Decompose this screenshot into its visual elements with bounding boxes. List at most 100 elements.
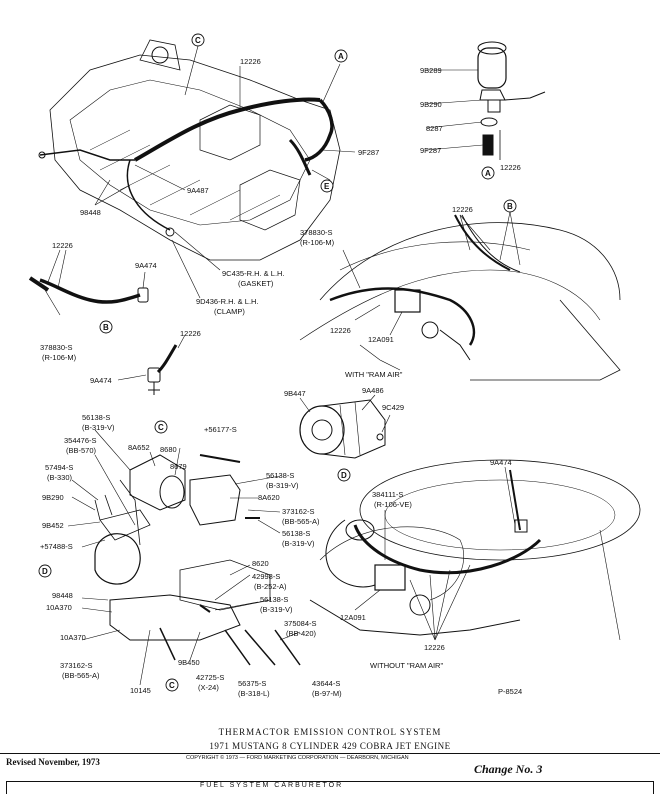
label-8679: 8679: [170, 462, 187, 471]
callout-b-detail: B: [103, 323, 109, 332]
label-9A474-c: 9A474: [90, 376, 112, 385]
callout-a-detail: A: [485, 169, 491, 178]
label-43644-code: (B-97-M): [312, 689, 342, 698]
labels: C 12226 A 9F287 E 9A487 98448 9C435-R.H.…: [40, 36, 522, 698]
caption-without-ram-air: WITHOUT "RAM AIR": [370, 661, 443, 670]
label-12A091-ram: 12A091: [368, 335, 394, 344]
label-375084-code: (BB-420): [286, 629, 317, 638]
callout-c-detail: C: [158, 423, 164, 432]
label-57488: +57488-S: [40, 542, 73, 551]
label-56138-d: 56138-S: [260, 595, 288, 604]
label-375084: 375084-S: [284, 619, 317, 628]
label-56375: 56375-S: [238, 679, 266, 688]
label-56138-d-code: (B-319-V): [260, 605, 293, 614]
label-10A370-lower: 10A370: [60, 633, 86, 642]
engine-top-view: [38, 33, 356, 299]
label-9F287-top: 9F287: [358, 148, 379, 157]
label-gasket: 9C435-R.H. & L.H.: [222, 269, 285, 278]
label-9B447: 9B447: [284, 389, 306, 398]
label-42725: 42725-S: [196, 673, 224, 682]
label-56138-b-code: (B-319-V): [266, 481, 299, 490]
label-12226-lowright: 12226: [424, 643, 445, 652]
label-98448-top: 98448: [80, 208, 101, 217]
label-56375-code: (B-318-L): [238, 689, 270, 698]
label-9B450: 9B450: [178, 658, 200, 667]
label-9A474-lowright: 9A474: [490, 458, 512, 467]
label-12226-detail-a: 12226: [500, 163, 521, 172]
label-8620: 8620: [252, 559, 269, 568]
label-378830-b: 378830-S: [40, 343, 73, 352]
label-56138-c: 56138-S: [282, 529, 310, 538]
label-12226-ram-lower: 12226: [330, 326, 351, 335]
air-pump: [299, 394, 391, 459]
label-9B289: 9B289: [420, 66, 442, 75]
figure-number: P-8524: [498, 687, 522, 696]
label-9B452: 9B452: [42, 521, 64, 530]
label-8A620: 8A620: [258, 493, 280, 502]
label-8A652: 8A652: [128, 443, 150, 452]
label-384111-code: (R-106-VE): [374, 500, 412, 509]
detail-c-fitting: [117, 334, 186, 434]
label-10145: 10145: [130, 686, 151, 695]
callout-d-bracket: D: [42, 567, 48, 576]
label-57494-code: (B-330): [47, 473, 73, 482]
bracket-assembly: [38, 429, 301, 692]
section-box-title: FUEL SYSTEM CARBURETOR: [200, 782, 344, 789]
label-43644: 43644-S: [312, 679, 340, 688]
label-373162-a-code: (BB-565-A): [62, 671, 100, 680]
callout-c-top: C: [195, 36, 201, 45]
label-9F287-detail: 9F287: [420, 146, 441, 155]
label-9B290-bracket: 9B290: [42, 493, 64, 502]
label-42998-code: (B-252-A): [254, 582, 287, 591]
label-12226-ram: 12226: [452, 205, 473, 214]
without-ram-air-view: [309, 459, 641, 641]
label-10A370-upper: 10A370: [46, 603, 72, 612]
label-56138-b: 56138-S: [266, 471, 294, 480]
label-57494: 57494-S: [45, 463, 73, 472]
label-8680: 8680: [160, 445, 177, 454]
callout-d-lowright: D: [341, 471, 347, 480]
label-12226-b: 12226: [52, 241, 73, 250]
label-12A091-lowright: 12A091: [340, 613, 366, 622]
detail-b-hose: [28, 249, 149, 334]
callout-a-top: A: [338, 52, 344, 61]
label-8287: 8287: [426, 124, 443, 133]
footer-rule: [0, 753, 660, 754]
callout-b-ram: B: [507, 202, 513, 211]
change-number: Change No. 3: [474, 762, 543, 776]
label-9A474-b: 9A474: [135, 261, 157, 270]
callout-c-bracket: C: [169, 681, 175, 690]
section-box: [6, 781, 654, 794]
label-9C429: 9C429: [382, 403, 404, 412]
copyright-notice: COPYRIGHT © 1973 — FORD MARKETING CORPOR…: [186, 755, 409, 761]
label-clamp-note: (CLAMP): [214, 307, 245, 316]
label-354476: 354476-S: [64, 436, 97, 445]
caption-with-ram-air: WITH "RAM AIR": [345, 370, 403, 379]
label-378830-ram-code: (R-106-M): [300, 238, 335, 247]
label-clamp: 9D436-R.H. & L.H.: [196, 297, 259, 306]
label-gasket-note: (GASKET): [238, 279, 274, 288]
label-378830-b-code: (R-106-M): [42, 353, 77, 362]
label-378830-ram: 378830-S: [300, 228, 333, 237]
footer-title: THERMACTOR EMISSION CONTROL SYSTEM: [218, 727, 442, 737]
label-12226-c: 12226: [180, 329, 201, 338]
ram-air-view: [299, 199, 621, 381]
callout-e: E: [324, 182, 330, 191]
footer-subtitle: 1971 MUSTANG 8 CYLINDER 429 COBRA JET EN…: [209, 741, 451, 751]
label-9B290-top: 9B290: [420, 100, 442, 109]
label-384111: 384111-S: [372, 490, 403, 499]
revised-date: Revised November, 1973: [6, 757, 100, 767]
label-9A487: 9A487: [187, 186, 209, 195]
label-56138-a: 56138-S: [82, 413, 110, 422]
label-56138-a-code: (B-319-V): [82, 423, 115, 432]
label-354476-code: (BB-570): [66, 446, 97, 455]
label-373162-b: 373162-S: [282, 507, 315, 516]
label-373162-b-code: (BB-565-A): [282, 517, 320, 526]
label-42725-code: (X-24): [198, 683, 219, 692]
label-373162-a: 373162-S: [60, 661, 93, 670]
detail-a-check-valve: [425, 41, 546, 180]
label-56138-c-code: (B-319-V): [282, 539, 315, 548]
label-56177: +56177-S: [204, 425, 237, 434]
label-12226-top: 12226: [240, 57, 261, 66]
